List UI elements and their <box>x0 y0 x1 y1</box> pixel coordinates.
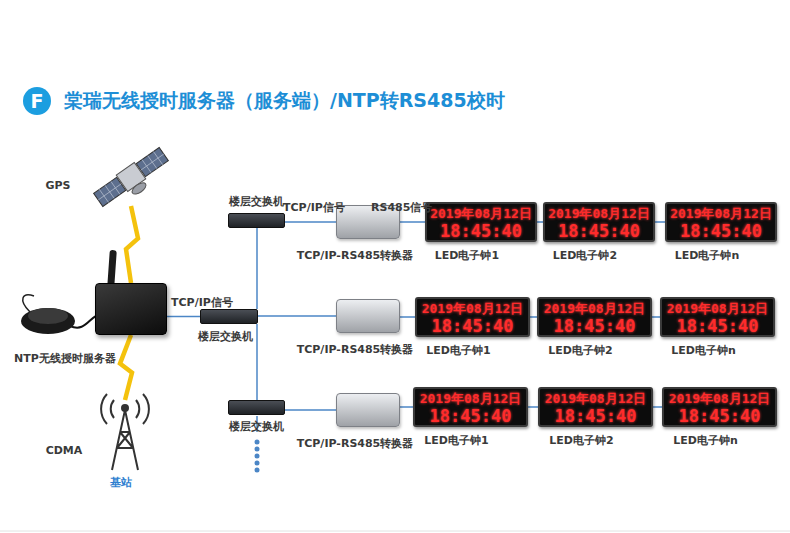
led-clock: 2019年08月12日18:45:40LED电子钟2 <box>543 202 655 242</box>
rs485-converter: TCP/IP-RS485转换器 <box>336 393 400 427</box>
network-cable <box>528 406 538 408</box>
dot <box>255 468 260 473</box>
floor-switch: 楼层交换机 <box>228 213 285 228</box>
connectors <box>120 206 665 410</box>
node-text: LED电子钟2 <box>549 435 613 446</box>
led-clock: 2019年08月12日18:45:40LED电子钟n <box>665 202 777 242</box>
network-cable <box>653 406 662 408</box>
network-cable <box>285 221 336 223</box>
tower-frame <box>112 410 138 470</box>
node-label: 2019年08月12日 <box>430 207 532 220</box>
node-text: LED电子钟n <box>675 250 740 261</box>
node-text: 18:45:40 <box>679 408 761 425</box>
network-cable <box>400 406 413 408</box>
dot <box>255 454 260 459</box>
node-label: 楼层交换机 <box>229 421 284 432</box>
network-cable <box>167 316 200 318</box>
satellite-dish <box>130 181 148 197</box>
led-clock: 2019年08月12日18:45:40LED电子钟2 <box>538 387 653 427</box>
led-clock: 2019年08月12日18:45:40LED电子钟1 <box>413 387 528 427</box>
node-label: TCP/IP-RS485转换器 <box>297 438 414 449</box>
node-text: 18:45:40 <box>555 408 637 425</box>
led-clock: 2019年08月12日18:45:40LED电子钟1 <box>425 202 537 242</box>
ntp-server: NTP无线授时服务器 <box>95 283 167 335</box>
rs485-converter: TCP/IP-RS485转换器 <box>336 299 400 333</box>
node-label: TCP/IP-RS485转换器 <box>297 344 414 355</box>
node-label: GPS <box>45 180 70 191</box>
node-text: LED电子钟1 <box>424 435 488 446</box>
node-label: 2019年08月12日 <box>422 302 524 315</box>
network-cable <box>256 324 258 400</box>
node-text: LED电子钟n <box>671 345 736 356</box>
dot <box>255 461 260 466</box>
node-text: 18:45:40 <box>432 318 514 335</box>
node-text: LED电子钟2 <box>548 345 612 356</box>
node-label: 2019年08月12日 <box>669 392 771 405</box>
node-text: 18:45:40 <box>554 318 636 335</box>
node-text: 18:45:40 <box>677 318 759 335</box>
network-cable <box>530 316 537 318</box>
antenna-cable <box>23 295 34 312</box>
node-text: LED电子钟2 <box>553 250 617 261</box>
node-label: 2019年08月12日 <box>548 207 650 220</box>
floor-switch: 楼层交换机 <box>200 309 258 324</box>
node-label: CDMA <box>46 445 83 456</box>
node-text: 18:45:40 <box>440 223 522 240</box>
base-station-tower <box>101 394 149 470</box>
node-label: 2019年08月12日 <box>544 302 646 315</box>
node-label: TCP/IP-RS485转换器 <box>297 250 414 261</box>
node-label: F <box>31 92 44 111</box>
led-clock: 2019年08月12日18:45:40LED电子钟1 <box>415 297 530 337</box>
bottom-rule <box>0 531 790 532</box>
node-text: LED电子钟n <box>673 435 738 446</box>
network-cable <box>258 315 336 317</box>
network-cable <box>285 409 336 411</box>
node-label: 楼层交换机 <box>198 331 253 342</box>
gps-satellite: GPS <box>95 148 167 206</box>
network-cable <box>256 228 258 309</box>
network-cable <box>400 316 415 318</box>
signal-label: TCP/IP信号 <box>283 202 345 213</box>
floor-switch: 楼层交换机 <box>228 400 285 415</box>
gps-puck-antenna <box>21 308 75 334</box>
tower-top <box>122 405 128 411</box>
node-text: LED电子钟1 <box>435 250 499 261</box>
node-label: NTP无线授时服务器 <box>14 353 116 364</box>
panel-grid <box>94 148 169 207</box>
diagram-title: 棠瑞无线授时服务器（服务端）/NTP转RS485校时 <box>64 91 505 110</box>
led-clock: 2019年08月12日18:45:40LED电子钟2 <box>537 297 652 337</box>
node-text: 基站 <box>110 477 132 488</box>
node-text: 18:45:40 <box>430 408 512 425</box>
node-text: LED电子钟1 <box>426 345 490 356</box>
network-cable <box>400 221 425 223</box>
node-label: 2019年08月12日 <box>420 392 522 405</box>
cdma-base-station: CDMA基站 <box>100 400 150 470</box>
node-label: 楼层交换机 <box>229 196 284 207</box>
node-label: 2019年08月12日 <box>667 302 769 315</box>
signal-label: TCP/IP信号 <box>171 297 233 308</box>
gps-puck-top <box>28 308 68 324</box>
wireless-signal <box>120 335 132 400</box>
led-clock: 2019年08月12日18:45:40LED电子钟n <box>660 297 775 337</box>
node-label: 2019年08月12日 <box>545 392 647 405</box>
node-label: 2019年08月12日 <box>670 207 772 220</box>
continuation-dots <box>255 440 260 473</box>
dot <box>255 447 260 452</box>
section-badge: F <box>23 87 51 115</box>
signal-label: RS485信号 <box>371 202 432 213</box>
dot <box>255 440 260 445</box>
wireless-signal <box>126 206 138 283</box>
network-cable <box>652 316 660 318</box>
node-text: 18:45:40 <box>558 223 640 240</box>
network-cable <box>655 221 665 223</box>
led-clock: 2019年08月12日18:45:40LED电子钟n <box>662 387 777 427</box>
satellite-icon <box>92 146 174 215</box>
node-text: 18:45:40 <box>680 223 762 240</box>
